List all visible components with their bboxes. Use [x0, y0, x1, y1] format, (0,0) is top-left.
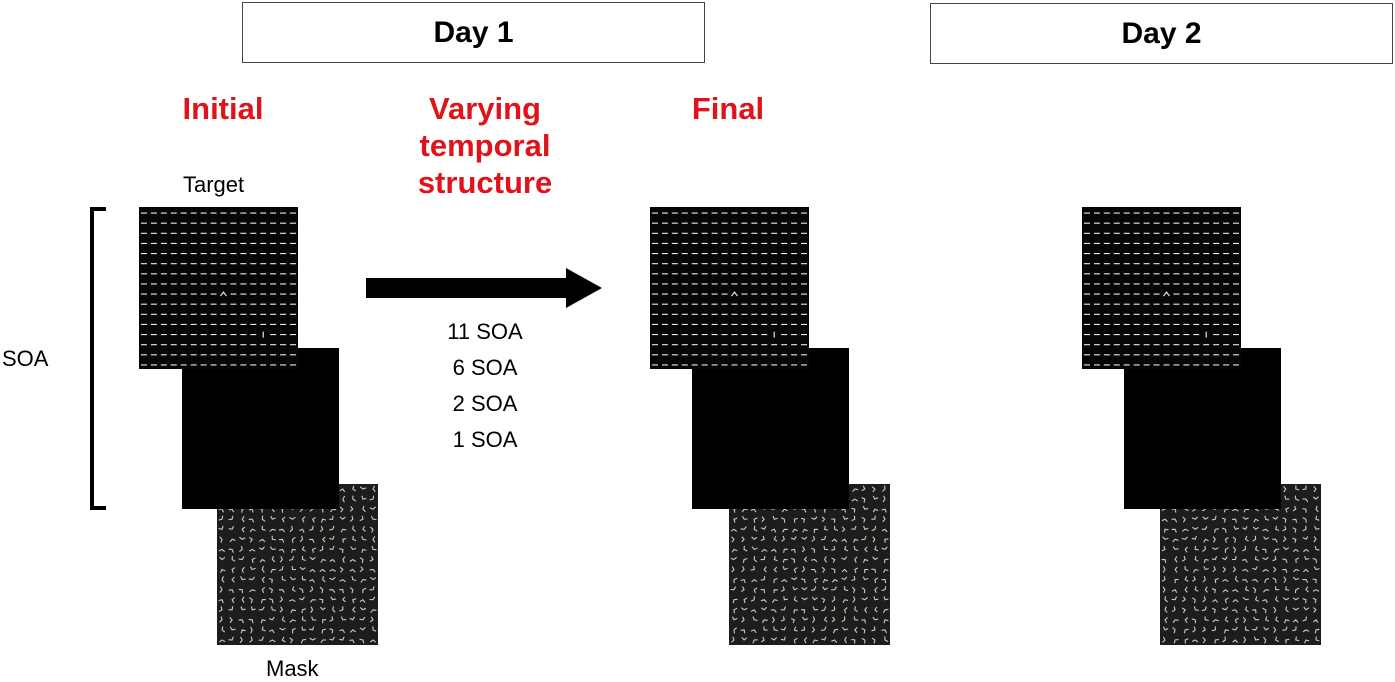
day1-header: Day 1	[242, 2, 705, 63]
mask-stimulus	[1160, 484, 1321, 645]
right-arrow-icon	[366, 268, 602, 308]
target-stimulus	[1082, 207, 1241, 369]
blank-screen	[692, 348, 849, 509]
mask-stimulus	[729, 484, 890, 645]
target-stimulus	[139, 207, 298, 369]
soa-condition-item: 1 SOA	[452, 427, 518, 452]
phase-varying-title: Varying temporal structure	[417, 91, 553, 200]
soa-bracket	[90, 207, 106, 510]
soa-condition-list: 11 SOA 6 SOA 2 SOA 1 SOA	[405, 314, 565, 458]
blank-screen	[182, 348, 339, 509]
mask-label: Mask	[266, 656, 319, 681]
soa-label: SOA	[2, 346, 49, 371]
phase-final-title: Final	[691, 91, 765, 126]
phase-initial-title: Initial	[182, 91, 264, 126]
soa-condition-item: 2 SOA	[452, 391, 518, 416]
target-stimulus	[650, 207, 809, 369]
soa-condition-item: 6 SOA	[452, 355, 518, 380]
day2-header: Day 2	[930, 3, 1393, 64]
soa-condition-item: 11 SOA	[447, 319, 523, 344]
mask-stimulus	[217, 484, 378, 645]
target-label: Target	[183, 172, 245, 197]
blank-screen	[1124, 348, 1281, 509]
